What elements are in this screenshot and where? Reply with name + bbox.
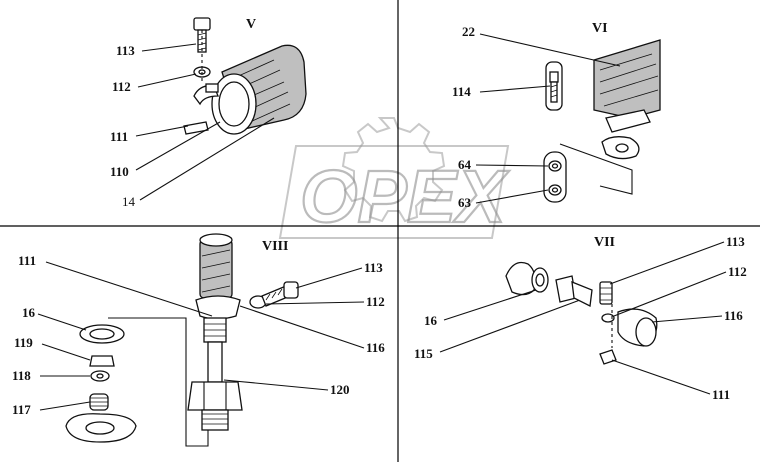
callout-v-14: 14 — [122, 194, 136, 209]
callout-viii-117: 117 — [12, 402, 31, 417]
section-vi: VI 22 114 64 63 — [452, 21, 661, 210]
callout-viii-16: 16 — [22, 305, 36, 320]
callout-v-113: 113 — [116, 43, 135, 58]
watermark-logo: OPEX — [278, 117, 511, 239]
callout-vii-16: 16 — [424, 313, 438, 328]
callout-v-111: 111 — [110, 129, 128, 144]
callout-viii-112: 112 — [366, 294, 385, 309]
callout-viii-120: 120 — [330, 382, 350, 397]
callout-vii-116: 116 — [724, 308, 743, 323]
plate-64-63-drawing — [543, 151, 567, 203]
callout-vi-22: 22 — [462, 24, 475, 39]
hose-120-drawing — [187, 233, 243, 431]
section-v: V 113 112 111 110 14 — [110, 17, 307, 209]
watermark-gear — [341, 117, 446, 223]
fitting-assembly-drawing — [505, 261, 658, 365]
bolt-113-viii-drawing — [249, 281, 299, 309]
washers-stack-drawing — [65, 324, 137, 443]
watermark-frame — [278, 145, 510, 239]
section-vi-title: VI — [592, 21, 608, 36]
watermark-text: OPEX — [300, 155, 510, 238]
callout-viii-116: 116 — [366, 340, 385, 355]
callout-vi-114: 114 — [452, 84, 471, 99]
hose-assembly-drawing — [183, 30, 307, 135]
callout-v-110: 110 — [110, 164, 129, 179]
callout-viii-119: 119 — [14, 335, 33, 350]
callout-v-112: 112 — [112, 79, 131, 94]
section-vii: VII 113 112 116 16 111 — [424, 234, 747, 402]
section-viii-title: VIII — [262, 239, 288, 254]
section-viii: VIII — [12, 233, 581, 447]
callout-vii-112: 112 — [728, 264, 747, 279]
callout-vi-64: 64 — [458, 157, 472, 172]
bracket-assembly-drawing — [559, 39, 661, 195]
section-vii-title: VII — [594, 235, 615, 250]
callout-vii-111: 111 — [712, 387, 730, 402]
callout-viii-113: 113 — [364, 260, 383, 275]
bolt-113-drawing — [193, 17, 211, 53]
callout-viii-118: 118 — [12, 368, 31, 383]
callout-viii-115: 115 — [414, 346, 433, 361]
pipe-line-drawing — [108, 317, 209, 447]
callout-vii-113: 113 — [726, 234, 745, 249]
callout-vi-63: 63 — [458, 195, 472, 210]
section-v-title: V — [246, 17, 256, 32]
callout-viii-111: 111 — [18, 253, 36, 268]
